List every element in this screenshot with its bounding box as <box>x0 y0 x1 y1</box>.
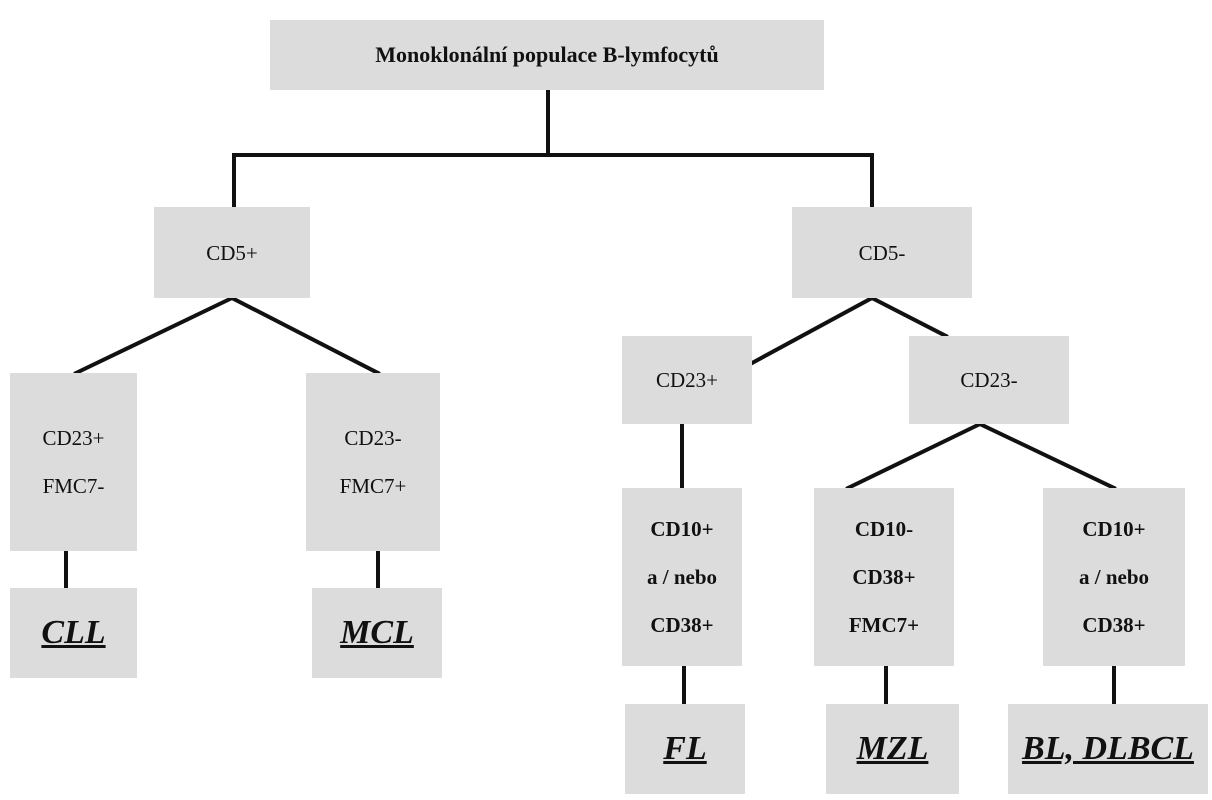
connector-cd5pos-cll <box>73 295 235 376</box>
mzl-leaf-node: MZL <box>826 704 959 794</box>
connector-cd23neg-bl <box>977 421 1117 491</box>
node-text-line: CD10- <box>854 517 914 541</box>
connector-cd5neg-cd23neg <box>869 295 949 339</box>
cd23-negative-node: CD23- <box>909 336 1069 424</box>
root-node: Monoklonální populace B-lymfocytů <box>270 20 824 90</box>
connector-cd5pos-mcl <box>229 295 381 376</box>
node-text-line: CD38+ <box>650 613 714 637</box>
node-text-line: MZL <box>856 730 929 767</box>
node-text-line: CD23+ <box>42 426 105 450</box>
node-text-line: CD10+ <box>650 517 714 541</box>
node-text-line: a / nebo <box>646 565 717 589</box>
node-text-line: Monoklonální populace B-lymfocytů <box>375 42 719 67</box>
mcl-leaf-node: MCL <box>312 588 442 678</box>
cd5-positive-node: CD5+ <box>154 207 310 298</box>
node-text-line: BL, DLBCL <box>1022 730 1194 767</box>
node-text-line: CD38+ <box>1082 613 1146 637</box>
node-text-line: FMC7+ <box>339 474 407 498</box>
node-text-line: CD23- <box>344 426 402 450</box>
node-text-line: FMC7- <box>42 474 105 498</box>
cll-leaf-node: CLL <box>10 588 137 678</box>
node-text-line: CD38+ <box>852 565 916 589</box>
node-text-line: CD23- <box>960 368 1018 392</box>
cll-markers-node: CD23+ FMC7- <box>10 373 137 551</box>
node-text-line: FMC7+ <box>848 613 920 637</box>
node-text-line: CD10+ <box>1082 517 1146 541</box>
node-text-line: MCL <box>340 614 414 651</box>
node-text-line: CD5+ <box>206 240 258 265</box>
cd5-negative-node: CD5- <box>792 207 972 298</box>
node-text-line: CD23+ <box>655 368 718 392</box>
node-text-line: CLL <box>41 614 106 651</box>
node-text-line: CD5- <box>858 240 906 265</box>
fl-leaf-node: FL <box>625 704 745 794</box>
connector-cd5neg-cd23pos <box>749 295 875 366</box>
cd23-positive-node: CD23+ <box>622 336 752 424</box>
node-text-line: FL <box>663 730 707 767</box>
mcl-markers-node: CD23- FMC7+ <box>306 373 440 551</box>
node-text-line: a / nebo <box>1078 565 1149 589</box>
connector-cd23neg-mzl <box>845 421 983 491</box>
mzl-markers-node: CD10- CD38+ FMC7+ <box>814 488 954 666</box>
bl-dlbcl-leaf-node: BL, DLBCL <box>1008 704 1208 794</box>
